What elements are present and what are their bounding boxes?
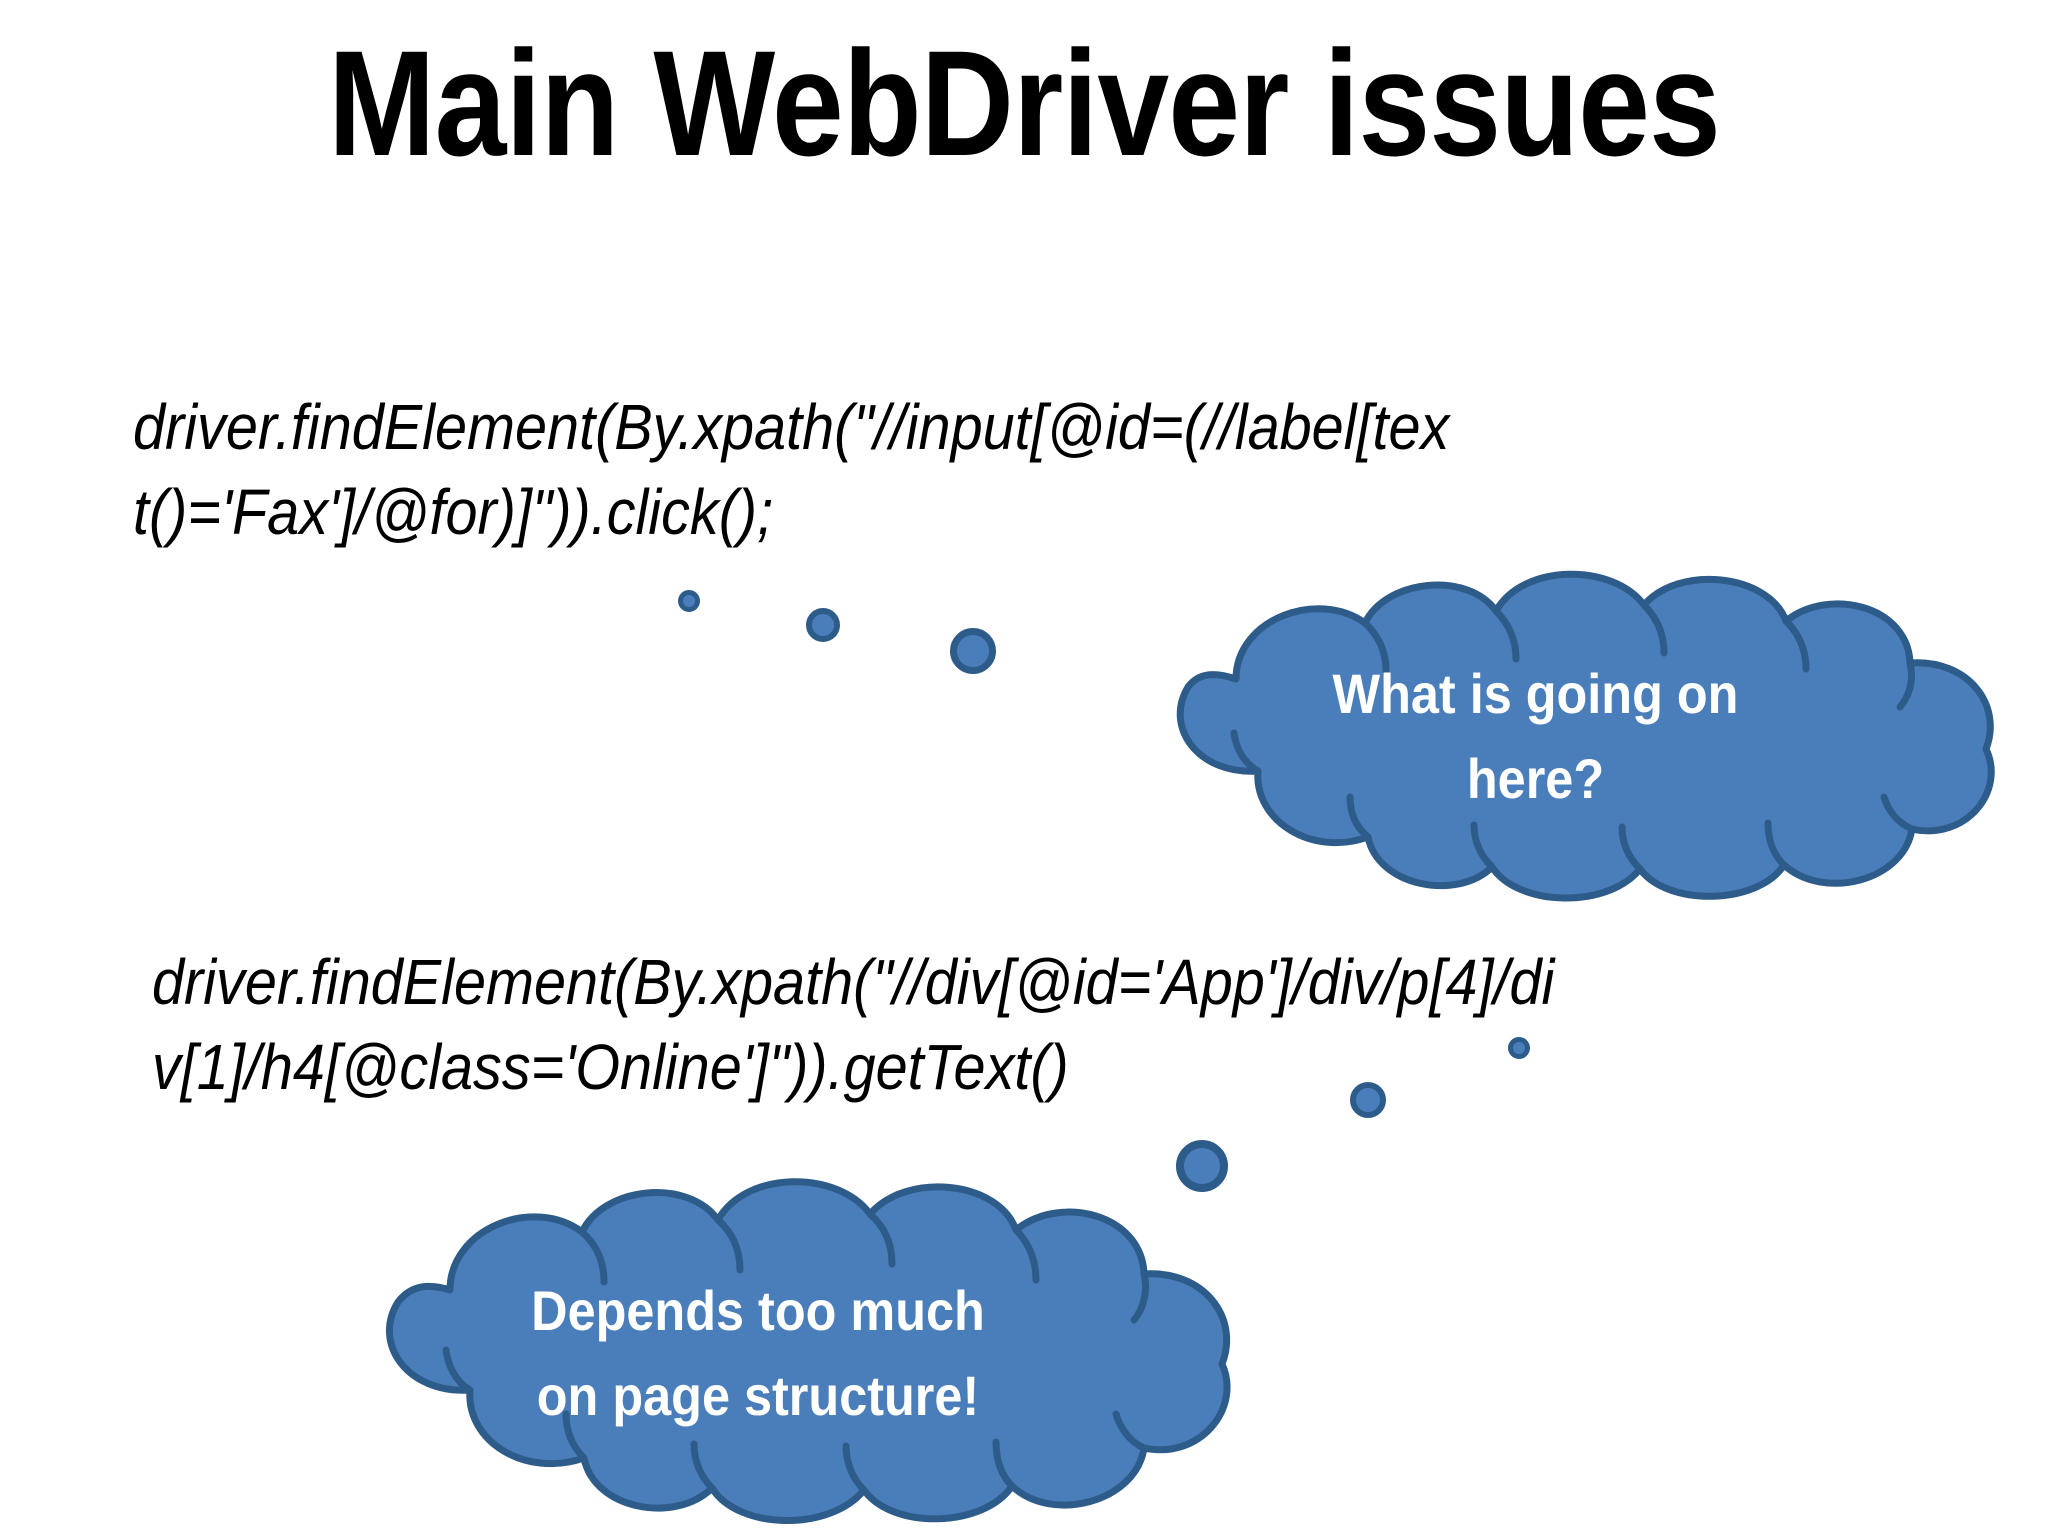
- code-line: driver.findElement(By.xpath("//input[@id…: [133, 391, 1450, 463]
- page-title: Main WebDriver issues: [328, 19, 1721, 187]
- thought-trail-dot: [950, 628, 996, 674]
- cloud-shape-icon: [385, 1178, 1231, 1524]
- code-line: t()='Fax']/@for)]")).click();: [133, 476, 774, 549]
- code-snippet-1: driver.findElement(By.xpath("//input[@id…: [133, 385, 1843, 555]
- code-line: v[1]/h4[@class='Online']")).getText(): [152, 1031, 1069, 1104]
- thought-cloud-depends-on-structure: Depends too much on page structure!: [278, 1178, 1238, 1525]
- code-snippet-2: driver.findElement(By.xpath("//div[@id='…: [152, 940, 1862, 1110]
- thought-cloud-what-is-going-on: What is going on here?: [1068, 570, 2003, 902]
- cloud-shape-icon: [1176, 570, 1995, 902]
- thought-trail-dot: [1508, 1037, 1530, 1059]
- thought-trail-dot: [1350, 1082, 1386, 1118]
- thought-trail-dot: [678, 590, 700, 612]
- code-line: driver.findElement(By.xpath("//div[@id='…: [152, 946, 1555, 1018]
- thought-trail-dot: [1176, 1140, 1228, 1192]
- thought-trail-dot: [806, 608, 840, 642]
